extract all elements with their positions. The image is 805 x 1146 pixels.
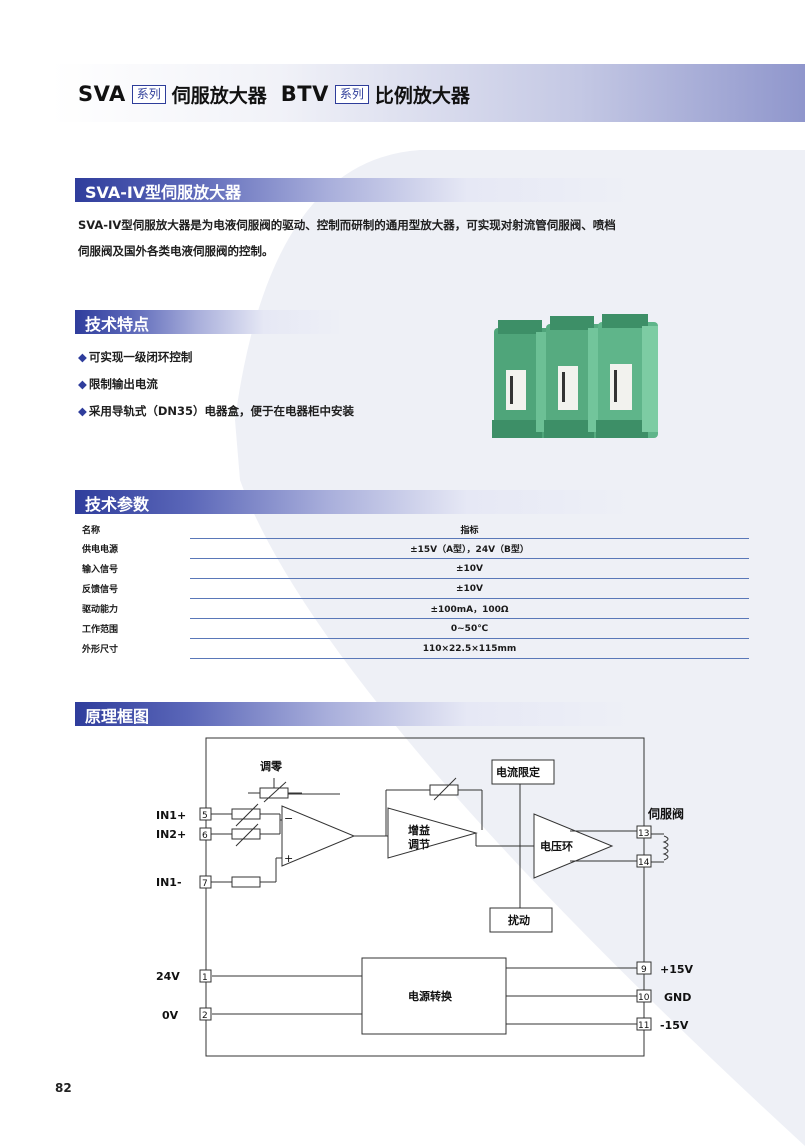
dither-block bbox=[489, 907, 553, 933]
series-tag-btv: 系列 bbox=[334, 84, 369, 104]
table-row: 输入信号 ±10V bbox=[78, 558, 749, 579]
header-band bbox=[52, 64, 805, 122]
plus-sign: + bbox=[284, 852, 293, 865]
pin-label: 7 bbox=[202, 879, 208, 889]
title-sva-name: 伺服放大器 bbox=[171, 84, 267, 107]
page-number: 82 bbox=[55, 1081, 72, 1095]
product-photo-image bbox=[492, 314, 658, 438]
page-title: SVA 系列 伺服放大器 BTV 系列 比例放大器 bbox=[78, 79, 470, 109]
table-row: 工作范围 0~50℃ bbox=[78, 618, 749, 639]
intro-line-2: 伺服阀及国外各类电液伺服阀的控制。 bbox=[78, 244, 274, 258]
gain-amp-symbol bbox=[387, 807, 478, 859]
table-cell-name: 外形尺寸 bbox=[78, 638, 190, 659]
intro-line-1: SVA-IV型伺服放大器是为电液伺服阀的驱动、控制而研制的通用型放大器，可实现对… bbox=[78, 218, 616, 232]
diamond-bullet-icon: ◆ bbox=[78, 404, 87, 418]
section-features-heading: 技术特点 bbox=[75, 310, 345, 334]
section-params-heading: 技术参数 bbox=[75, 490, 635, 514]
din-rail-module bbox=[596, 314, 658, 438]
pin-label: 6 bbox=[202, 831, 208, 841]
pin-label: 14 bbox=[638, 858, 650, 868]
feature-text: 采用导轨式（DN35）电器盒，便于在电器柜中安装 bbox=[88, 404, 355, 418]
table-cell-value: 110×22.5×115mm bbox=[190, 638, 749, 659]
label-in1-minus: IN1- bbox=[156, 876, 182, 889]
label-servo-valve: 伺服阀 bbox=[647, 806, 684, 821]
section-diagram-title: 原理框图 bbox=[85, 707, 150, 726]
label-zero-adjust: 调零 bbox=[260, 759, 283, 773]
din-rail-module bbox=[492, 320, 552, 438]
table-cell-name: 工作范围 bbox=[78, 618, 190, 639]
table-row: 反馈信号 ±10V bbox=[78, 578, 749, 599]
title-btv: BTV bbox=[280, 82, 329, 106]
section-diagram-heading: 原理框图 bbox=[75, 702, 635, 726]
din-rail-module bbox=[544, 316, 604, 438]
table-cell-name: 驱动能力 bbox=[78, 598, 190, 619]
table-header-name: 名称 bbox=[78, 520, 190, 539]
label-plus15v: +15V bbox=[660, 963, 694, 976]
params-table: 名称 指标 供电电源 ±15V（A型），24V（B型） 输入信号 ±10V 反馈… bbox=[78, 520, 749, 659]
block-diagram: 5 6 7 1 2 13 14 9 10 11 IN1+ IN2+ IN1- 2… bbox=[156, 737, 694, 1057]
table-cell-name: 输入信号 bbox=[78, 558, 190, 579]
power-convert-block bbox=[361, 957, 507, 1035]
table-header-spec: 指标 bbox=[190, 520, 749, 539]
table-cell-value: 0~50℃ bbox=[190, 618, 749, 639]
table-cell-name: 反馈信号 bbox=[78, 578, 190, 599]
table-cell-value: ±15V（A型），24V（B型） bbox=[190, 538, 749, 559]
label-gnd: GND bbox=[664, 991, 691, 1004]
table-cell-name: 供电电源 bbox=[78, 538, 190, 559]
table-cell-value: ±100mA，100Ω bbox=[190, 598, 749, 619]
table-row: 外形尺寸 110×22.5×115mm bbox=[78, 638, 749, 659]
minus-sign: − bbox=[284, 812, 293, 825]
feature-item: ◆采用导轨式（DN35）电器盒，便于在电器柜中安装 bbox=[78, 403, 354, 419]
table-row: 驱动能力 ±100mA，100Ω bbox=[78, 598, 749, 619]
feature-text: 可实现一级闭环控制 bbox=[88, 350, 193, 364]
table-cell-value: ±10V bbox=[190, 578, 749, 599]
section-params-title: 技术参数 bbox=[85, 495, 150, 514]
section-product-heading: SVA-IV型伺服放大器 bbox=[75, 178, 635, 202]
pin-label: 1 bbox=[202, 973, 208, 983]
label-dither: 扰动 bbox=[508, 913, 530, 927]
label-power-convert: 电源转换 bbox=[408, 989, 453, 1003]
label-current-limit: 电流限定 bbox=[496, 765, 540, 779]
intro-paragraph: SVA-IV型伺服放大器是为电液伺服阀的驱动、控制而研制的通用型放大器，可实现对… bbox=[78, 212, 718, 264]
pin-label: 2 bbox=[202, 1011, 208, 1021]
title-sva: SVA bbox=[78, 82, 126, 106]
label-0v: 0V bbox=[162, 1009, 179, 1022]
label-in1-plus: IN1+ bbox=[156, 809, 186, 822]
voltage-loop-amp-symbol bbox=[533, 813, 614, 879]
section-features-title: 技术特点 bbox=[85, 315, 150, 334]
label-gain-1: 增益 bbox=[408, 823, 430, 837]
pin-label: 13 bbox=[638, 829, 649, 839]
coil-icon bbox=[662, 835, 669, 861]
section-product-title: SVA-IV型伺服放大器 bbox=[85, 183, 242, 202]
label-voltage-loop: 电压环 bbox=[540, 839, 573, 853]
table-header-row: 名称 指标 bbox=[78, 520, 749, 539]
label-in2-plus: IN2+ bbox=[156, 828, 186, 841]
table-cell-value: ±10V bbox=[190, 558, 749, 579]
label-24v: 24V bbox=[156, 970, 180, 983]
diamond-bullet-icon: ◆ bbox=[78, 377, 87, 391]
enclosure-frame bbox=[205, 737, 645, 1057]
current-limit-block bbox=[491, 759, 555, 785]
feature-item: ◆可实现一级闭环控制 bbox=[78, 349, 192, 365]
pin-label: 11 bbox=[638, 1021, 649, 1031]
pin-label: 10 bbox=[638, 993, 650, 1003]
table-row: 供电电源 ±15V（A型），24V（B型） bbox=[78, 538, 749, 559]
pin-label: 5 bbox=[202, 811, 208, 821]
op-amp-symbol bbox=[281, 805, 356, 867]
title-btv-name: 比例放大器 bbox=[374, 84, 470, 107]
pin-label: 9 bbox=[641, 965, 647, 975]
label-minus15v: -15V bbox=[660, 1019, 689, 1032]
series-tag-sva: 系列 bbox=[131, 84, 166, 104]
label-gain-2: 调节 bbox=[408, 837, 430, 851]
diamond-bullet-icon: ◆ bbox=[78, 350, 87, 364]
feature-text: 限制输出电流 bbox=[88, 377, 158, 391]
feature-item: ◆限制输出电流 bbox=[78, 376, 158, 392]
